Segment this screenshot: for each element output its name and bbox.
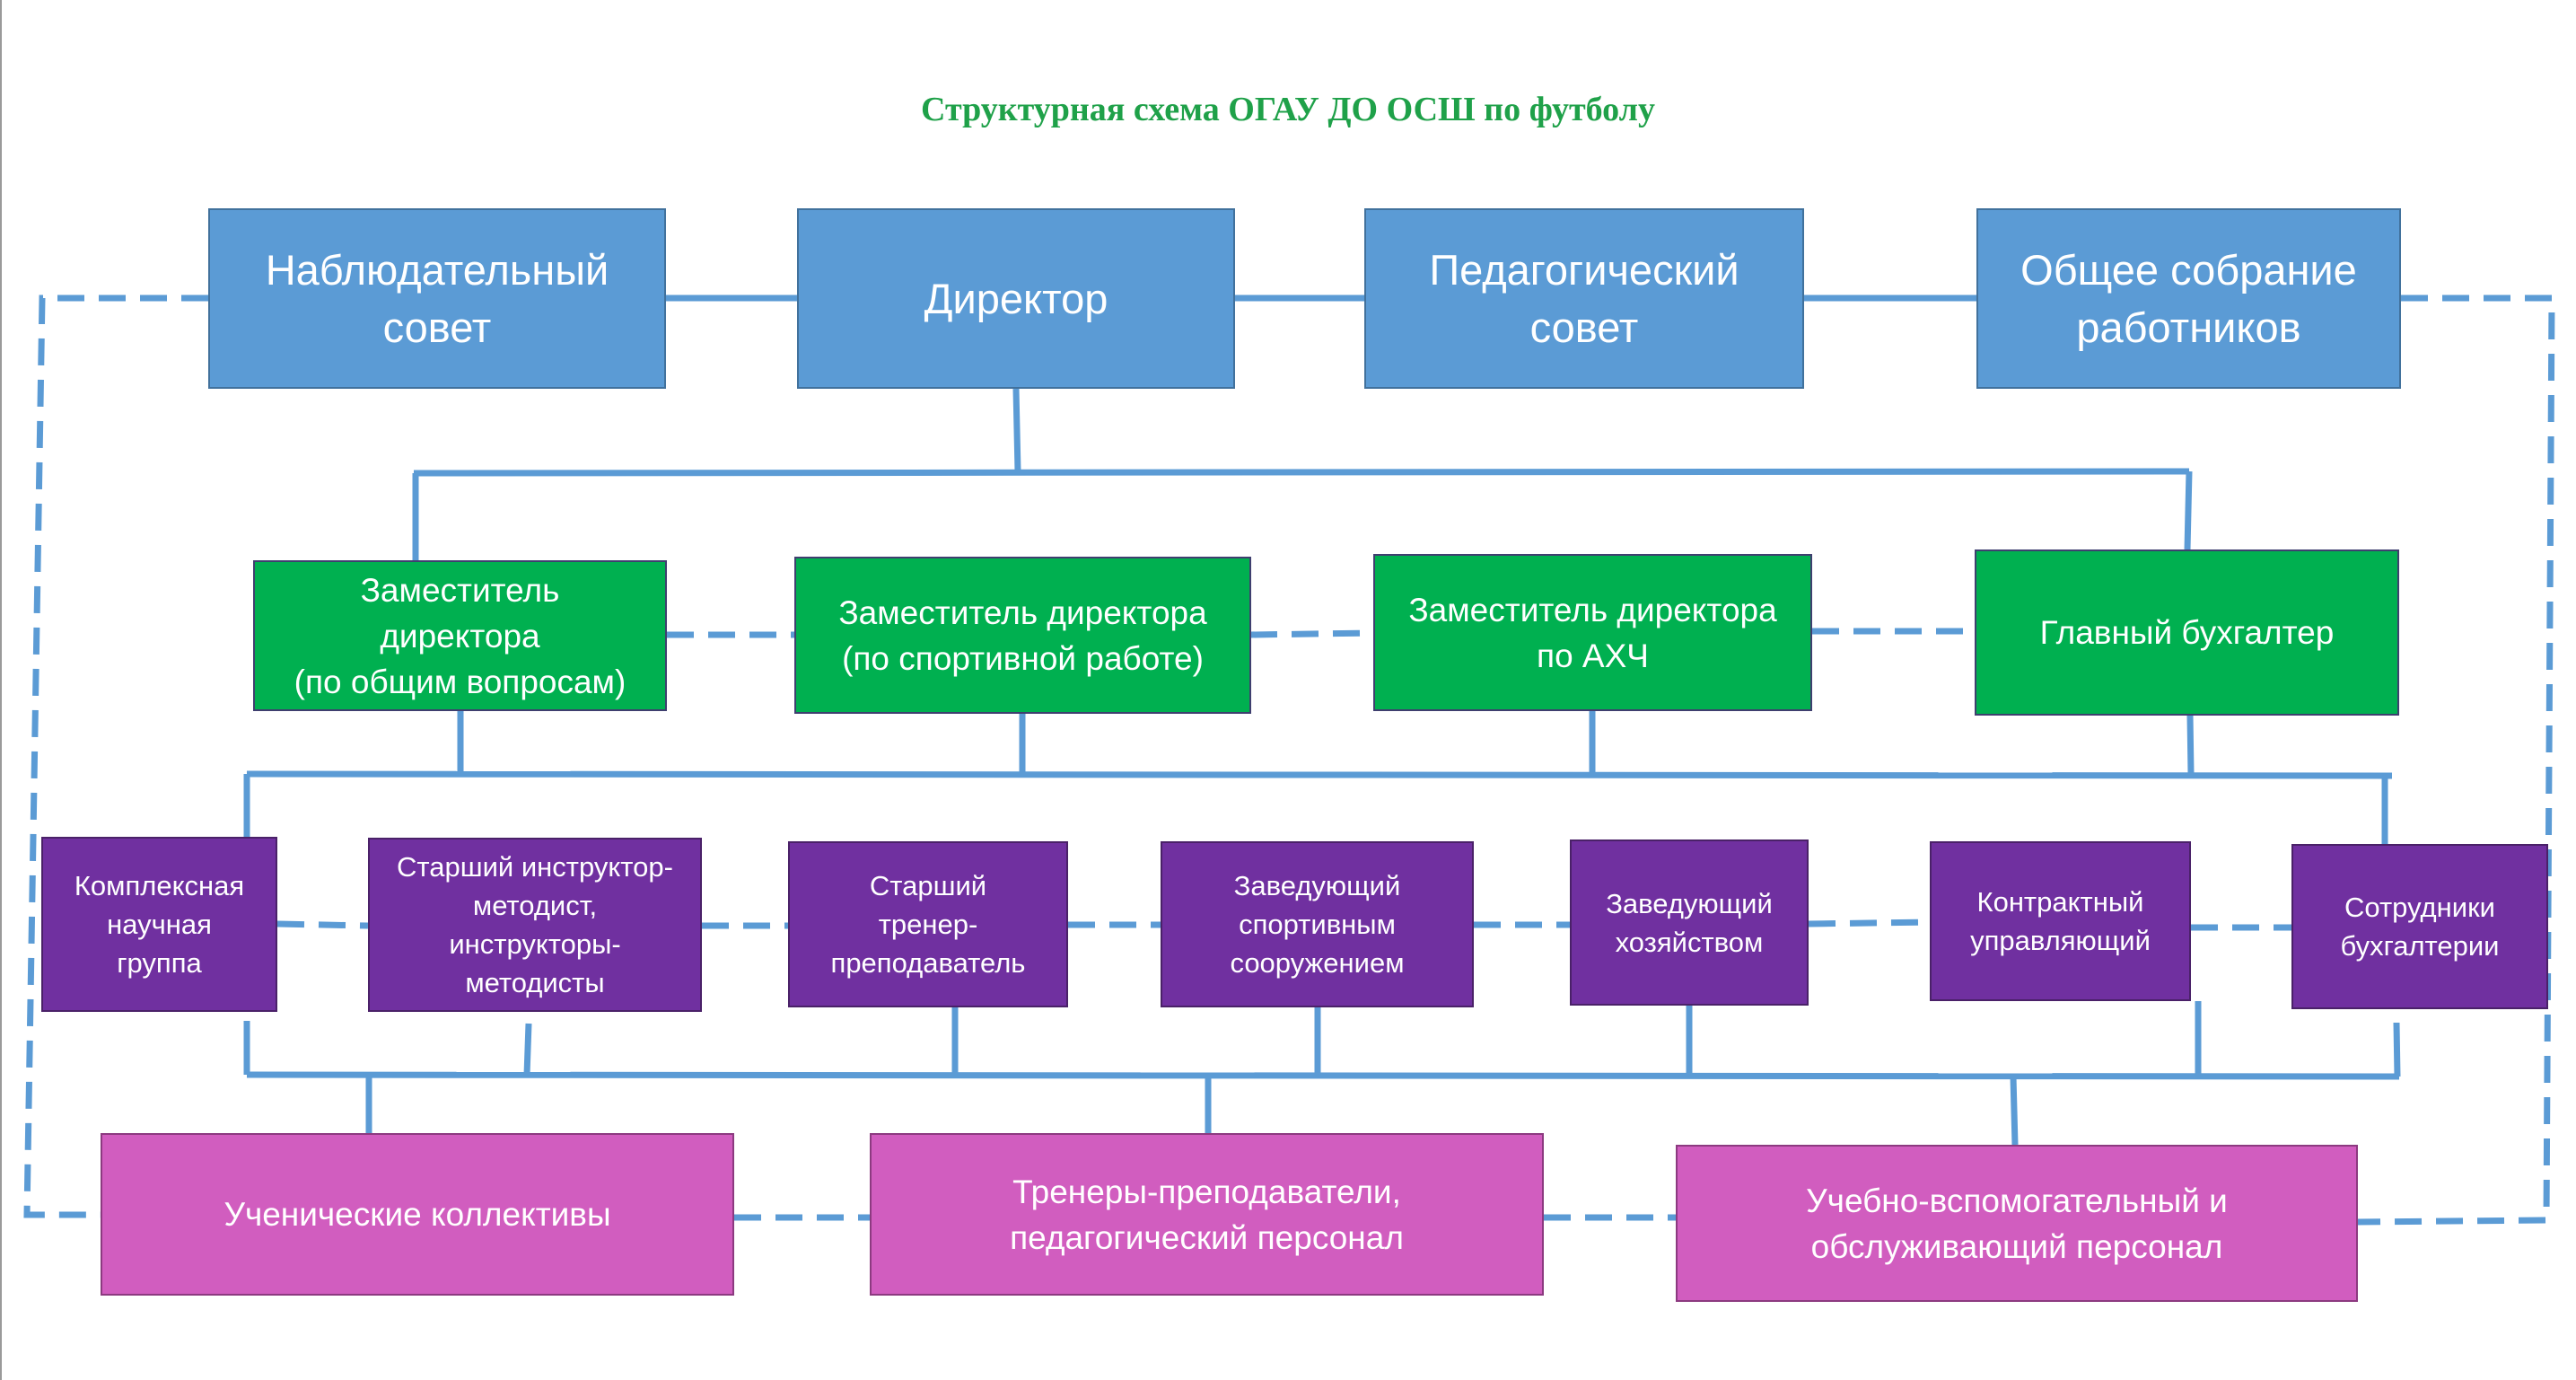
coaches-teachers-box: Тренеры-преподаватели, педагогический пе… <box>870 1133 1544 1296</box>
household-manager-box: Заведующий хозяйством <box>1570 839 1809 1006</box>
solid-connector <box>2393 1022 2401 1077</box>
deputy-sports-box: Заместитель директора (по спортивной раб… <box>794 557 1251 714</box>
page-edge-line <box>0 0 2 1380</box>
research-group-box: Комплексная научная группа <box>41 837 277 1012</box>
solid-connector <box>413 468 2190 477</box>
dashed-connector <box>1249 629 1374 638</box>
solid-connector <box>246 770 2393 779</box>
support-staff-box: Учебно-вспомогательный и обслуживающий п… <box>1676 1145 2358 1302</box>
general-meeting-box: Общее собрание работников <box>1976 208 2401 389</box>
director-box: Директор <box>797 208 1235 389</box>
dashed-connector <box>1808 919 1931 927</box>
deputy-general-box: Заместитель директора (по общим вопросам… <box>253 560 667 711</box>
dashed-connector <box>276 920 369 929</box>
solid-connector <box>523 1023 532 1076</box>
page-title: Структурная схема ОГАУ ДО ОСШ по футболу <box>921 91 1655 128</box>
solid-connector <box>2186 715 2195 775</box>
solid-connector <box>246 1071 2400 1080</box>
contract-manager-box: Контрактный управляющий <box>1930 841 2191 1001</box>
solid-connector <box>2184 470 2193 550</box>
solid-connector <box>1012 388 1021 472</box>
pedagogical-council-box: Педагогический совет <box>1364 208 1804 389</box>
student-collectives-box: Ученические коллективы <box>101 1133 734 1296</box>
supervisory-board-box: Наблюдательный совет <box>208 208 666 389</box>
dashed-connector <box>2357 294 2555 1226</box>
facility-manager-box: Заведующий спортивным сооружением <box>1161 841 1474 1007</box>
senior-methodist-box: Старший инструктор- методист, инструктор… <box>368 838 702 1012</box>
chief-accountant-box: Главный бухгалтер <box>1975 549 2399 716</box>
dashed-connector <box>23 294 208 1218</box>
senior-coach-box: Старший тренер- преподаватель <box>788 841 1068 1007</box>
solid-connector <box>2010 1076 2019 1146</box>
deputy-ahch-box: Заместитель директора по АХЧ <box>1373 554 1812 711</box>
accounting-staff-box: Сотрудники бухгалтерии <box>2291 844 2548 1009</box>
